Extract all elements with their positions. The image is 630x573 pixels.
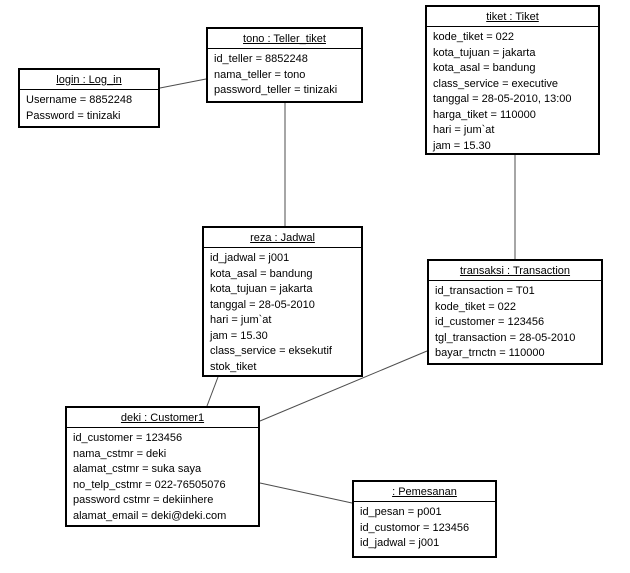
object-transaksi-title: transaksi : Transaction (429, 261, 601, 281)
object-reza: reza : Jadwal id_jadwal = j001 kota_asal… (202, 226, 363, 377)
attribute: kota_asal = bandung (210, 267, 313, 280)
attribute: kode_tiket = 022 (435, 300, 517, 313)
connector-deki-pemesanan (259, 482, 353, 504)
object-transaksi-attributes: id_transaction = T01 kode_tiket = 022 id… (429, 281, 601, 365)
object-deki-title: deki : Customer1 (67, 408, 258, 428)
object-pemesanan-attributes: id_pesan = p001 id_customor = 123456 id_… (354, 502, 495, 555)
attribute: class_service = eksekutif (210, 345, 332, 357)
attribute: id_transaction = T01 (435, 285, 535, 297)
attribute: harga_tiket = 110000 (433, 108, 536, 121)
attribute: kota_tujuan = jakarta (210, 283, 313, 295)
attribute: hari = jum`at (433, 124, 495, 136)
object-reza-attributes: id_jadwal = j001 kota_asal = bandung kot… (204, 248, 361, 378)
attribute: tanggal = 28-05-2010, 13:00 (433, 93, 572, 105)
object-tono-title: tono : Teller_tiket (208, 29, 361, 49)
object-login-attributes: Username = 8852248 Password = tinizaki (20, 90, 158, 127)
attribute: no_telp_cstmr = 022-76505076 (73, 478, 226, 491)
object-pemesanan: : Pemesanan id_pesan = p001 id_customor … (352, 480, 497, 558)
attribute: tanggal = 28-05-2010 (210, 298, 315, 311)
object-deki: deki : Customer1 id_customer = 123456 na… (65, 406, 260, 527)
object-deki-attributes: id_customer = 123456 nama_cstmr = deki a… (67, 428, 258, 527)
attribute: kota_tujuan = jakarta (433, 46, 536, 59)
attribute: jam = 15.30 (210, 329, 268, 342)
object-transaksi: transaksi : Transaction id_transaction =… (427, 259, 603, 365)
object-login: login : Log_in Username = 8852248 Passwo… (18, 68, 160, 128)
connector-login-tono (159, 78, 207, 89)
attribute: bayar_trnctn = 110000 (435, 347, 545, 359)
attribute: id_jadwal = j001 (210, 252, 290, 264)
attribute: id_pesan = p001 (360, 506, 442, 518)
attribute: password_teller = tinizaki (214, 84, 338, 96)
attribute: hari = jum`at (210, 314, 272, 326)
attribute: id_customor = 123456 (360, 521, 470, 534)
object-tono: tono : Teller_tiket id_teller = 8852248 … (206, 27, 363, 103)
object-tiket-title: tiket : Tiket (427, 7, 598, 27)
object-login-title: login : Log_in (20, 70, 158, 90)
attribute: Password = tinizaki (26, 109, 121, 122)
attribute: id_customer = 123456 (435, 316, 545, 328)
attribute: nama_teller = tono (214, 68, 306, 81)
object-reza-title: reza : Jadwal (204, 228, 361, 248)
attribute: id_customer = 123456 (73, 432, 183, 444)
attribute: password cstmr = dekiinhere (73, 494, 214, 506)
attribute: jam = 15.30 (433, 139, 491, 152)
attribute: nama_cstmr = deki (73, 447, 167, 460)
attribute: id_jadwal = j001 (360, 537, 440, 549)
object-tiket: tiket : Tiket kode_tiket = 022 kota_tuju… (425, 5, 600, 155)
object-tono-attributes: id_teller = 8852248 nama_teller = tono p… (208, 49, 361, 102)
connector-reza-deki (206, 376, 219, 407)
connector-deki-transaksi (259, 350, 428, 422)
object-tiket-attributes: kode_tiket = 022 kota_tujuan = jakarta k… (427, 27, 598, 157)
attribute: alamat_cstmr = suka saya (73, 463, 202, 475)
object-pemesanan-title: : Pemesanan (354, 482, 495, 502)
attribute: class_service = executive (433, 77, 559, 90)
attribute: tgl_transaction = 28-05-2010 (435, 331, 576, 344)
attribute: id_teller = 8852248 (214, 53, 308, 65)
attribute: alamat_email = deki@deki.com (73, 509, 227, 522)
attribute: kode_tiket = 022 (433, 31, 515, 43)
attribute: stok_tiket (210, 360, 257, 373)
attribute: kota_asal = bandung (433, 62, 536, 74)
attribute: Username = 8852248 (26, 94, 133, 106)
